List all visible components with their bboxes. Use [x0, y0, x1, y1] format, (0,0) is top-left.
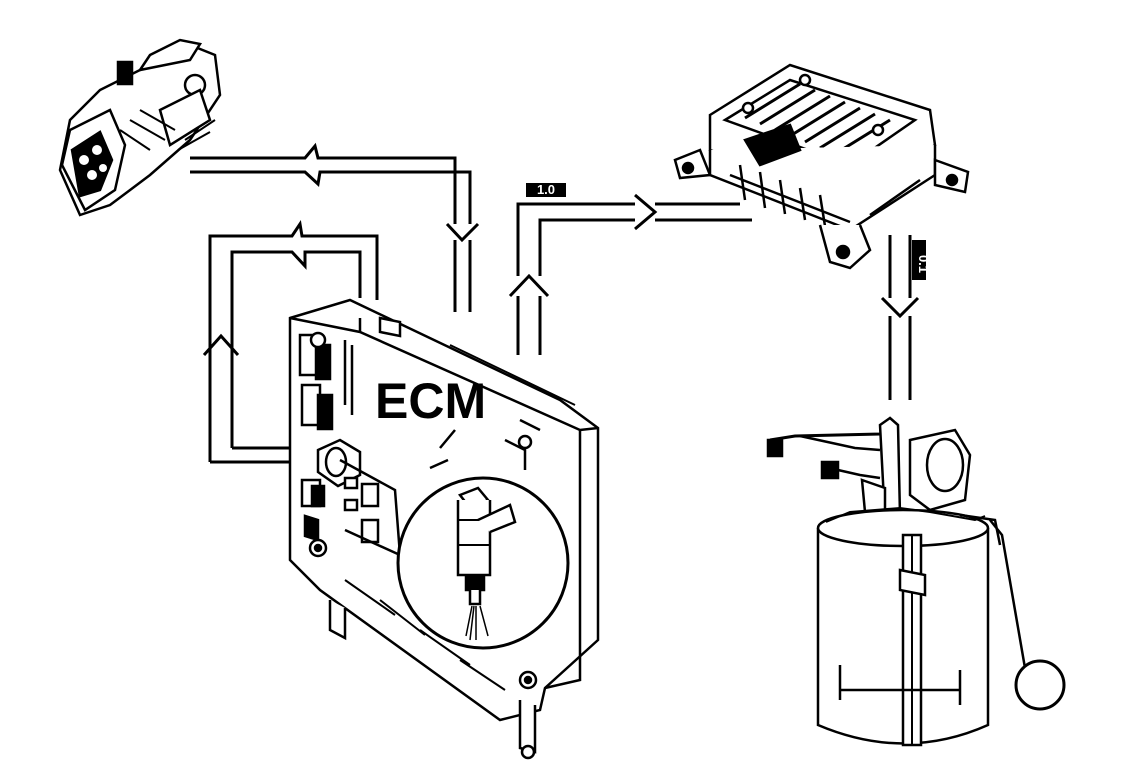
sensor-signal-path [190, 142, 472, 224]
signal-paths [190, 142, 920, 464]
connector-sensor-icon [58, 38, 222, 217]
wire-labels: 1.0 0.1 [526, 182, 931, 280]
fuel-pump-module-icon [766, 416, 1066, 747]
ecm-arrow-up [508, 202, 635, 298]
sensor-arrow-down [445, 222, 480, 312]
module-to-pump-path [888, 235, 912, 298]
fuel-injector-icon [396, 476, 570, 650]
wire-label-top: 1.0 [537, 182, 555, 197]
loop-arrow-up [202, 333, 240, 357]
ecm-label: ECM [375, 373, 486, 429]
pump-arrow-down [880, 296, 920, 400]
module-arrow-right [634, 193, 752, 231]
wire-label-right: 0.1 [916, 255, 931, 273]
ecm-to-module-path [516, 296, 542, 355]
control-module-icon [673, 63, 970, 270]
loop-signal-path [208, 220, 379, 462]
